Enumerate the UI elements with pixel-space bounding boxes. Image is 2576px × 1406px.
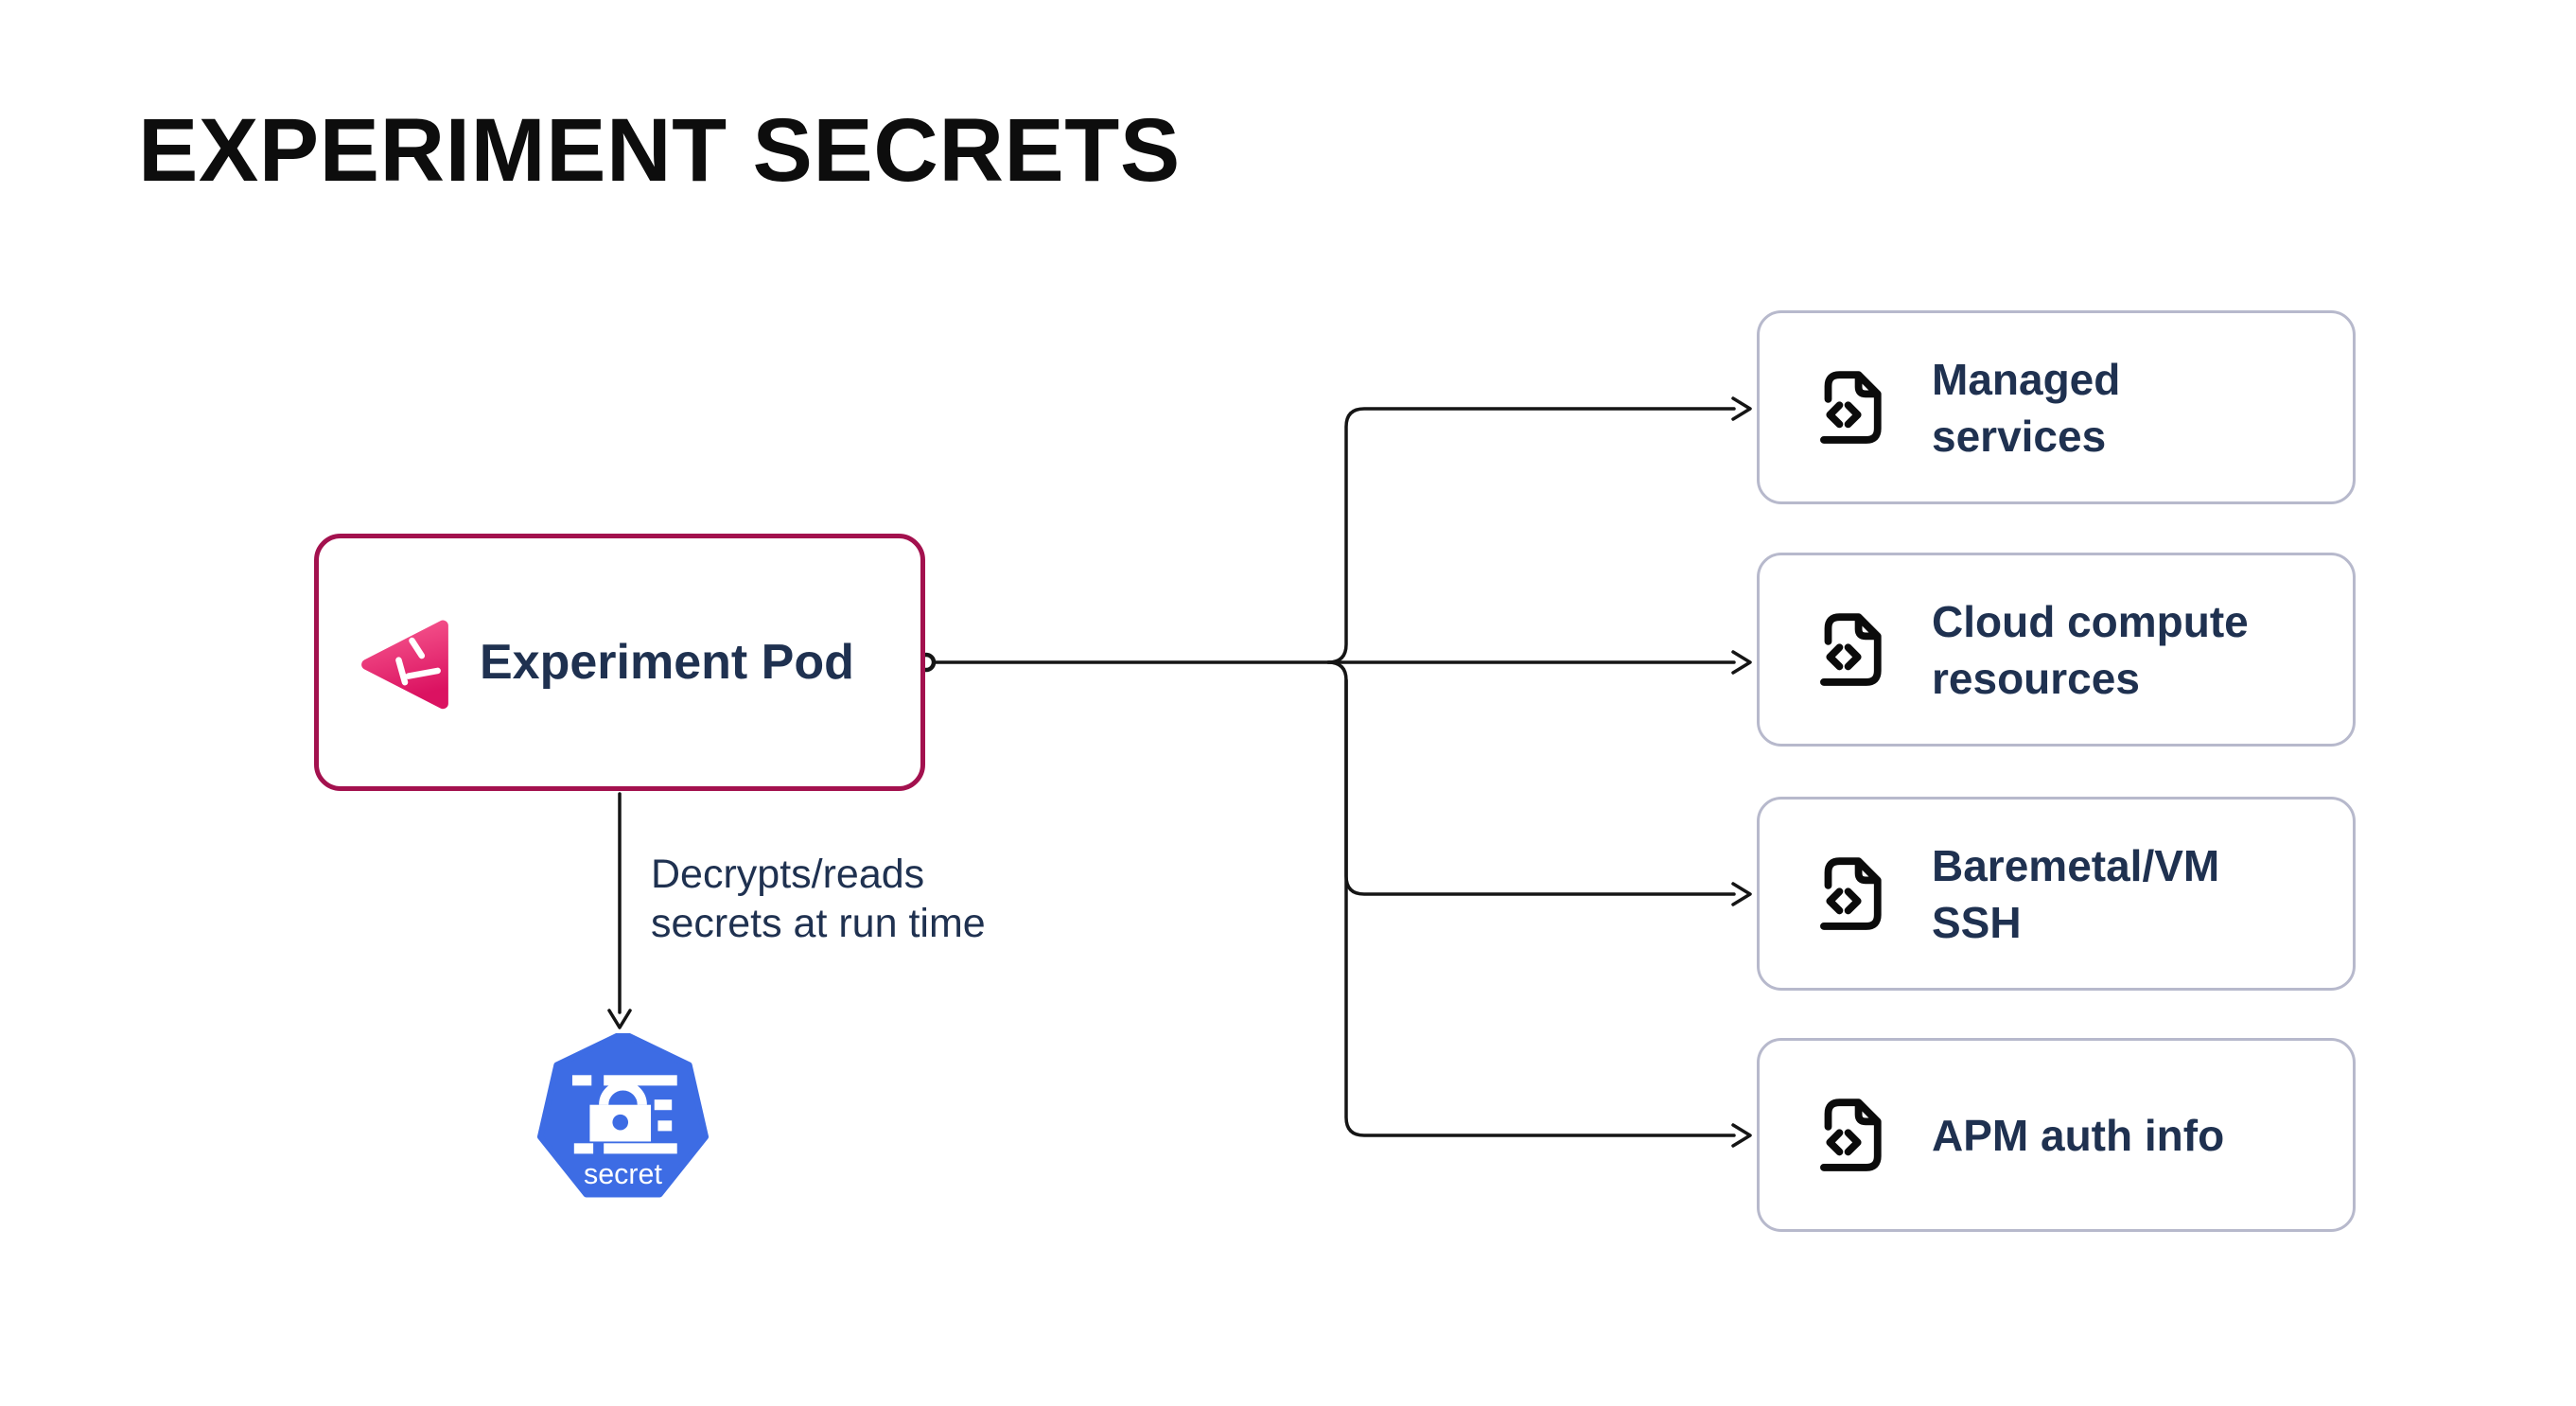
- managed-services-label: Managed services: [1932, 354, 2121, 461]
- file-code-icon: [1813, 852, 1896, 936]
- managed-services-node: Managed services: [1757, 310, 2356, 504]
- k8s-secret-lock-icon: secret: [536, 1033, 710, 1198]
- experiment-pod-node: Experiment Pod: [314, 534, 925, 791]
- arrow-pod-to-apm-auth: [1344, 678, 1752, 1148]
- cloud-compute-label: Cloud compute resources: [1932, 596, 2249, 703]
- file-code-icon: [1813, 1094, 1896, 1177]
- baremetal-ssh-node: Baremetal/VM SSH: [1757, 797, 2356, 991]
- arrow-pod-to-managed-services: [1326, 396, 1752, 664]
- arrow-pod-to-baremetal-ssh: [1326, 660, 1752, 906]
- apm-auth-node: APM auth info: [1757, 1038, 2356, 1232]
- file-code-icon: [1813, 366, 1896, 449]
- experiment-pod-label: Experiment Pod: [480, 635, 854, 690]
- page-title: EXPERIMENT SECRETS: [138, 100, 1181, 201]
- arrow-pod-to-secret: [607, 792, 632, 1029]
- apm-auth-label: APM auth info: [1932, 1110, 2225, 1160]
- edge-label-decrypts: Decrypts/reads secrets at run time: [651, 852, 986, 946]
- secret-label: secret: [584, 1158, 662, 1190]
- k8s-secret-node: secret: [535, 1033, 710, 1204]
- experiment-pod-logo-icon: [361, 620, 448, 709]
- file-code-icon: [1813, 608, 1896, 692]
- cloud-compute-node: Cloud compute resources: [1757, 553, 2356, 747]
- baremetal-ssh-label: Baremetal/VM SSH: [1932, 840, 2220, 947]
